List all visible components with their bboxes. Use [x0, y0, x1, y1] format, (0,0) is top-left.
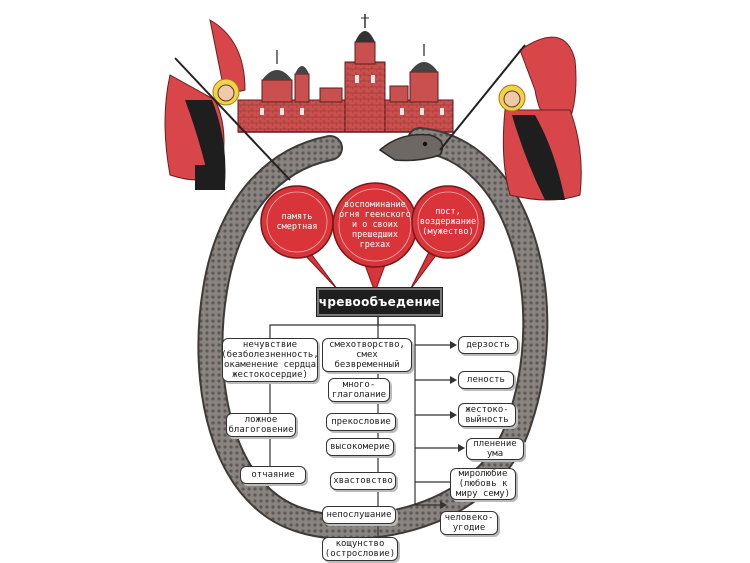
node-stiff-neckedness: жестоко- выйность: [458, 403, 516, 427]
serpent-head: [378, 133, 444, 162]
node-despair: отчаяние: [240, 466, 306, 484]
remedy-fasting: пост, воздержание (мужество): [419, 207, 477, 237]
monastery-illustration: [237, 14, 454, 133]
node-laziness: леность: [458, 371, 514, 389]
node-false-piety: ложное благоговение: [226, 413, 296, 437]
node-talkativeness: много- глаголание: [328, 378, 390, 402]
node-contradiction: прекословие: [326, 413, 396, 431]
node-arrogance: высокомерие: [326, 438, 394, 456]
right-angel-illustration: [439, 36, 582, 201]
node-love-of-world: миролюбие (любовь к миру сему): [450, 468, 516, 500]
connector-left-top: [269, 316, 379, 338]
node-captivity-of-mind: пленение ума: [466, 438, 524, 460]
remedy-bubbles: [260, 182, 485, 294]
node-boasting: хвастовство: [330, 472, 396, 490]
node-blasphemy: кощунство (острословие): [322, 537, 398, 561]
node-insolence: дерзость: [458, 336, 518, 354]
node-man-pleasing: человеко- угодие: [440, 511, 498, 535]
left-angel-illustration: [164, 19, 291, 190]
remedy-memory-of-death: память смертная: [276, 212, 318, 232]
node-insensibility: нечувствие (безболезненность, окаменение…: [221, 338, 319, 382]
node-disobedience: непослушание: [322, 506, 396, 524]
serpent-ring: [197, 127, 549, 540]
central-node-gluttony: чревообъедение: [316, 287, 443, 317]
remedy-remembrance-of-hell: воспоминание огня геенского и о своих пр…: [339, 200, 411, 250]
node-laughter: смехотворство, смех безвременный: [322, 338, 412, 372]
serpent-eye-icon: [422, 141, 428, 147]
